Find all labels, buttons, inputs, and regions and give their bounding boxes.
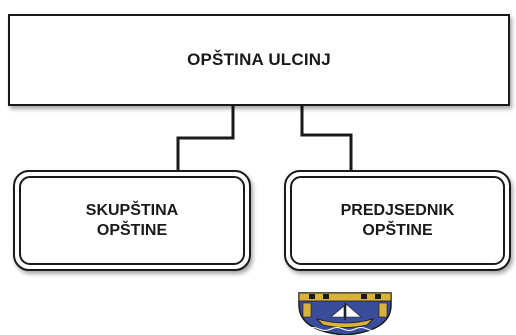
connector-to-assembly (176, 106, 235, 170)
president-box: PREDJSEDNIK OPŠTINE (284, 170, 511, 271)
president-box-inner: PREDJSEDNIK OPŠTINE (290, 176, 505, 265)
president-label-line2: OPŠTINE (362, 221, 433, 239)
assembly-label-line1: SKUPŠTINA (85, 201, 179, 219)
municipality-box: OPŠTINA ULCINJ (8, 14, 510, 106)
assembly-label-line2: OPŠTINE (96, 221, 168, 239)
municipality-title: OPŠTINA ULCINJ (187, 50, 331, 69)
president-label: PREDJSEDNIK OPŠTINE (341, 201, 455, 241)
president-label-line1: PREDJSEDNIK (340, 201, 455, 219)
municipal-coat-of-arms-icon (298, 292, 392, 335)
assembly-box: SKUPŠTINA OPŠTINE (13, 170, 251, 271)
assembly-label: SKUPŠTINA OPŠTINE (86, 201, 178, 241)
assembly-box-inner: SKUPŠTINA OPŠTINE (19, 176, 245, 265)
connector-to-president (300, 106, 353, 170)
